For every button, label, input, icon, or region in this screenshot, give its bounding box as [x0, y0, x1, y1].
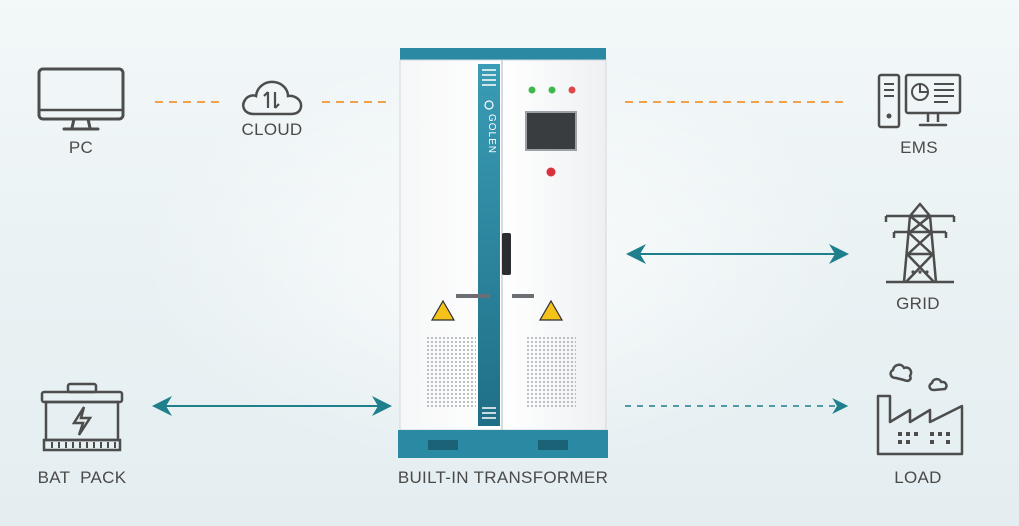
monitor-icon: [37, 67, 125, 131]
cabinet-illustration: GOLEN: [398, 48, 608, 458]
cabinet-label: BUILT-IN TRANSFORMER: [397, 468, 609, 487]
battery-icon: [40, 382, 124, 452]
power-tower-icon: [884, 202, 956, 284]
factory-icon: [876, 363, 964, 456]
cloud-label: CLOUD: [241, 120, 303, 139]
cloud-sync-icon: [242, 80, 303, 116]
grid-label: GRID: [896, 294, 940, 313]
ems-workstation-icon: [877, 73, 962, 129]
ems-label: EMS: [900, 138, 938, 157]
bat-pack-label: BAT PACK: [37, 468, 127, 487]
cabinet-brand: GOLEN: [486, 114, 497, 154]
load-label: LOAD: [894, 468, 942, 487]
pc-label: PC: [68, 138, 94, 157]
